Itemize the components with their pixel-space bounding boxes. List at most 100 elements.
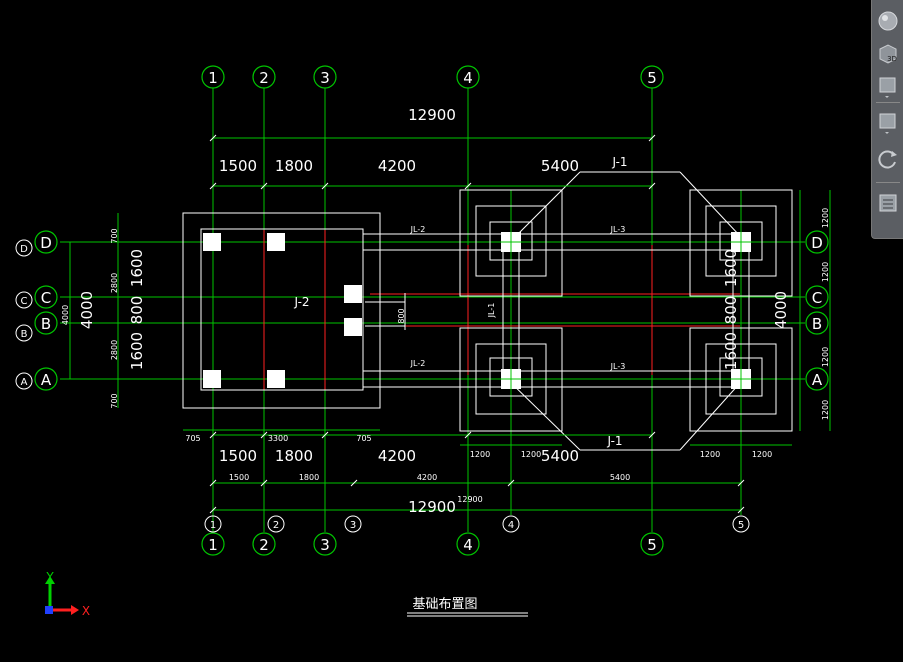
axis-bottom-small-2: 2 [273,520,279,531]
axis-left-D: D [40,234,52,252]
axis-bubbles-bottom-small [204,515,750,533]
dim-v4000-small: 4000 [61,305,70,325]
dim-4200-bottom: 4200 [378,447,416,465]
axis-right-D: D [811,234,823,252]
axis-left-small-B: B [21,329,28,340]
dim-1500-small: 1500 [229,473,249,482]
dim-v1600-left-bottom: 1600 [128,332,146,370]
label-jl2-top: JL-2 [410,225,426,234]
axis-bubbles-left [34,230,58,391]
drawing-title: 基础布置图 [412,597,477,612]
view-cube-icon[interactable]: 3D [874,40,902,66]
axis-left-small-D: D [20,244,28,255]
dim-1200-c: 1200 [700,450,720,459]
axis-bottom-small-3: 3 [350,520,356,531]
dim-v1200-right-1: 1200 [821,208,830,228]
axis-top-5: 5 [647,69,657,87]
label-jl3-top: JL-3 [610,225,626,234]
grid-lines-horizontal [60,241,805,380]
dim-705-right: 705 [356,434,371,443]
axis-bottom-small-5: 5 [738,520,744,531]
axis-bottom-1: 1 [208,536,218,554]
ucs-x-label: X [82,604,90,618]
dim-v800-left: 800 [128,296,146,325]
label-j2: J-2 [293,295,309,309]
dimension-ticks [209,134,745,514]
axis-top-3: 3 [320,69,330,87]
showmotion-icon[interactable] [874,190,902,216]
zoom-extents-icon[interactable] [874,108,902,134]
dimension-lines [69,137,831,511]
dim-v2800-bottom: 2800 [110,340,119,360]
dim-4200-top: 4200 [378,157,416,175]
dim-5400-small: 5400 [610,473,630,482]
grid-lines-vertical [212,88,742,532]
dim-v700-top: 700 [110,228,119,243]
dim-3300: 3300 [268,434,288,443]
dim-total-top: 12900 [408,106,456,124]
axis-bubbles-top [201,65,664,89]
axis-left-B: B [41,315,51,333]
dim-5400-bottom: 5400 [541,447,579,465]
ucs-icon: Y X [45,570,90,618]
axis-bottom-small-1: 1 [210,520,216,531]
dim-v800-small: 800 [397,308,406,323]
dim-1800-bottom: 1800 [275,447,313,465]
axis-bottom-2: 2 [259,536,269,554]
dim-v1600-left-top: 1600 [128,249,146,287]
axis-top-4: 4 [463,69,473,87]
dim-v1200-right-3: 1200 [821,347,830,367]
foundation-outlines [182,171,793,451]
axis-bubbles-bottom [201,532,664,556]
columns [203,232,751,389]
dim-v1600-right-top: 1600 [722,249,740,287]
dim-v800-right: 800 [722,296,740,325]
dim-1200-a: 1200 [470,450,490,459]
dim-v2800-top: 2800 [110,273,119,293]
label-jl1: JL-1 [487,303,496,319]
steering-wheel-icon[interactable] [874,8,902,34]
pan-icon[interactable] [874,72,902,98]
navigation-bar: 3D [871,0,903,239]
axis-bottom-5: 5 [647,536,657,554]
dim-1500-bottom: 1500 [219,447,257,465]
dim-v1600-right-bottom: 1600 [722,332,740,370]
dim-5400-top: 5400 [541,157,579,175]
axis-top-1: 1 [208,69,218,87]
axis-left-small-C: C [21,296,28,307]
axis-left-C: C [41,289,51,307]
axis-bottom-3: 3 [320,536,330,554]
dim-1500-top: 1500 [219,157,257,175]
label-j1-top: J-1 [611,155,627,169]
axis-right-C: C [812,289,822,307]
column-cross-marks [501,232,751,389]
axis-bubbles-right [805,230,829,391]
ucs-y-label: Y [45,570,54,584]
dim-1800-top: 1800 [275,157,313,175]
dim-1800-small: 1800 [299,473,319,482]
axis-bottom-4: 4 [463,536,473,554]
dim-705-left: 705 [185,434,200,443]
axis-bubbles-left-small [15,239,33,390]
label-jl3-bottom: JL-3 [610,362,626,371]
axis-left-small-A: A [21,377,28,388]
red-lines [263,230,740,390]
axis-right-B: B [812,315,822,333]
dim-1200-d: 1200 [752,450,772,459]
axis-top-2: 2 [259,69,269,87]
dim-v700-bottom: 700 [110,393,119,408]
dim-total-bottom-small: 12900 [457,495,482,504]
dim-4200-small: 4200 [417,473,437,482]
dim-v1200-right-4: 1200 [821,400,830,420]
axis-bottom-small-4: 4 [508,520,514,531]
dim-total-bottom: 12900 [408,498,456,516]
label-j1-bottom: J-1 [606,434,622,448]
axis-left-A: A [41,371,52,389]
dim-v4000-left: 4000 [78,291,96,329]
axis-right-A: A [812,371,823,389]
label-jl2-bottom: JL-2 [410,359,426,368]
dim-v4000-right: 4000 [772,291,790,329]
orbit-icon[interactable] [874,146,902,172]
dim-1200-b: 1200 [521,450,541,459]
